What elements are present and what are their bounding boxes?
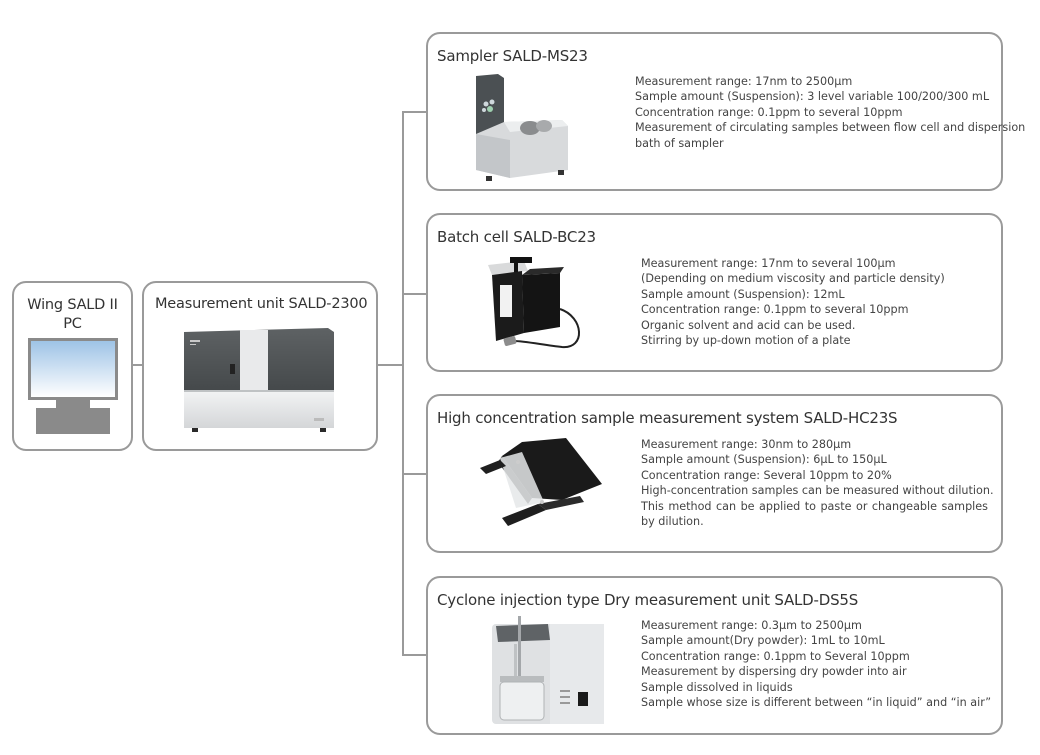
spec-line: Measurement range: 17nm to 2500µm xyxy=(635,75,853,88)
accessory-box-dry-unit: Cyclone injection type Dry measurement u… xyxy=(426,576,1003,735)
high-concentration-cell-image xyxy=(480,438,602,526)
accessory-box-batch-cell: Batch cell SALD-BC23 Measurement range: … xyxy=(426,213,1003,372)
spec-line: Organic solvent and acid can be used. xyxy=(641,318,856,332)
connector-main-trunk xyxy=(377,364,404,366)
accessory-box-sampler: Sampler SALD-MS23 Measurement range: 17n… xyxy=(426,32,1025,191)
spec-line: Measurement range: 0.3µm to 2500µm xyxy=(641,619,862,632)
spec-line: bath of sampler xyxy=(635,136,724,150)
accessory-title: Batch cell SALD-BC23 xyxy=(437,228,596,246)
dry-measurement-unit-image xyxy=(492,616,604,724)
spec-line: Measurement range: 17nm to several 100µm xyxy=(641,257,896,270)
connector-branch-batch-cell xyxy=(402,293,426,295)
laser-diffraction-analyzer-image xyxy=(184,328,334,432)
spec-line: Sample amount (Suspension): 3 level vari… xyxy=(635,90,990,104)
spec-line: Measurement by dispersing dry powder int… xyxy=(641,665,907,679)
spec-line: Measurement range: 30nm to 280µm xyxy=(641,438,852,451)
spec-line: Concentration range: 0.1ppm to several 1… xyxy=(641,303,909,317)
accessory-spec-list: Measurement range: 30nm to 280µm Sample … xyxy=(641,437,994,529)
spec-line: Concentration range: Several 10ppm to 20… xyxy=(641,468,892,482)
spec-line: Sample amount (Suspension): 6µL to 150µL xyxy=(641,453,887,467)
connector-branch-sampler xyxy=(402,111,426,113)
spec-line: Sample amount(Dry powder): 1mL to 10mL xyxy=(641,634,885,648)
computer-monitor-icon xyxy=(28,338,118,434)
pc-box: Wing SALD II PC xyxy=(12,281,133,451)
spec-line: (Depending on medium viscosity and parti… xyxy=(641,272,945,286)
accessory-title: Sampler SALD-MS23 xyxy=(437,47,588,65)
batch-cell-image xyxy=(488,257,580,349)
accessory-spec-list: Measurement range: 17nm to several 100µm… xyxy=(641,256,945,348)
spec-line: Sample amount (Suspension): 12mL xyxy=(641,287,845,301)
spec-line: High-concentration samples can be measur… xyxy=(641,484,994,498)
pc-title-line2: PC xyxy=(63,316,82,332)
spec-line: Sample dissolved in liquids xyxy=(641,680,793,694)
connector-branch-high-concentration xyxy=(402,473,426,475)
connector-branch-dry-unit xyxy=(402,654,426,656)
spec-line: Concentration range: 0.1ppm to Several 1… xyxy=(641,649,910,663)
accessory-title: Cyclone injection type Dry measurement u… xyxy=(437,591,859,609)
spec-line: Stirring by up-down motion of a plate xyxy=(641,334,851,348)
pc-title-line1: Wing SALD II xyxy=(27,297,118,313)
connector-trunk-vertical xyxy=(402,111,404,656)
sampler-image xyxy=(476,74,568,181)
main-unit-title: Measurement unit SALD-2300 xyxy=(155,296,368,312)
accessory-spec-list: Measurement range: 0.3µm to 2500µm Sampl… xyxy=(641,618,991,710)
accessory-title: High concentration sample measurement sy… xyxy=(437,409,898,427)
main-unit-box: Measurement unit SALD-2300 xyxy=(142,281,378,451)
spec-line: This method can be applied to paste or c… xyxy=(641,499,988,529)
spec-line: Concentration range: 0.1ppm to several 1… xyxy=(635,105,903,119)
accessory-box-high-concentration: High concentration sample measurement sy… xyxy=(426,394,1003,553)
accessory-spec-list: Measurement range: 17nm to 2500µm Sample… xyxy=(635,74,1025,151)
spec-line: Sample whose size is different between “… xyxy=(641,696,992,710)
connector-pc-main xyxy=(132,364,142,366)
spec-line: Measurement of circulating samples betwe… xyxy=(635,121,1026,135)
